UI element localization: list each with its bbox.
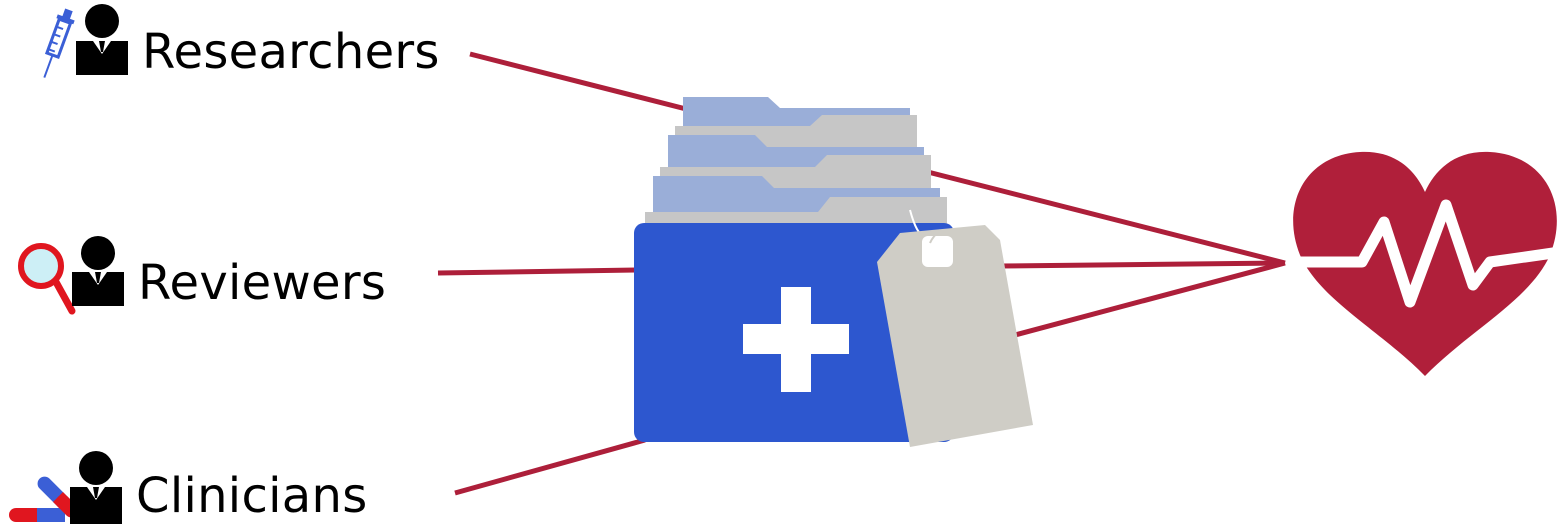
- role-label-clinicians: Clinicians: [136, 468, 368, 524]
- person-icon: [70, 451, 122, 524]
- file-stack: [645, 97, 947, 230]
- person-icon: [72, 236, 124, 306]
- connector-researchers-to-records: [470, 54, 690, 110]
- role-clinicians: Clinicians: [9, 451, 368, 524]
- role-reviewers: Reviewers: [21, 236, 386, 311]
- syringe-icon: [36, 7, 78, 81]
- medical-records-folder-icon: [634, 97, 1033, 447]
- heart-pulse-icon: [1293, 152, 1560, 376]
- magnifier-icon: [21, 246, 72, 311]
- person-icon: [76, 4, 128, 75]
- role-label-researchers: Researchers: [142, 24, 440, 80]
- role-label-reviewers: Reviewers: [138, 255, 386, 311]
- connector-records-to-heart-middle: [1000, 263, 1285, 266]
- role-researchers: Researchers: [36, 4, 440, 81]
- connector-clinicians-to-records: [455, 440, 645, 493]
- connector-reviewers-to-records: [438, 270, 640, 273]
- connector-records-to-heart-bottom: [1015, 263, 1285, 335]
